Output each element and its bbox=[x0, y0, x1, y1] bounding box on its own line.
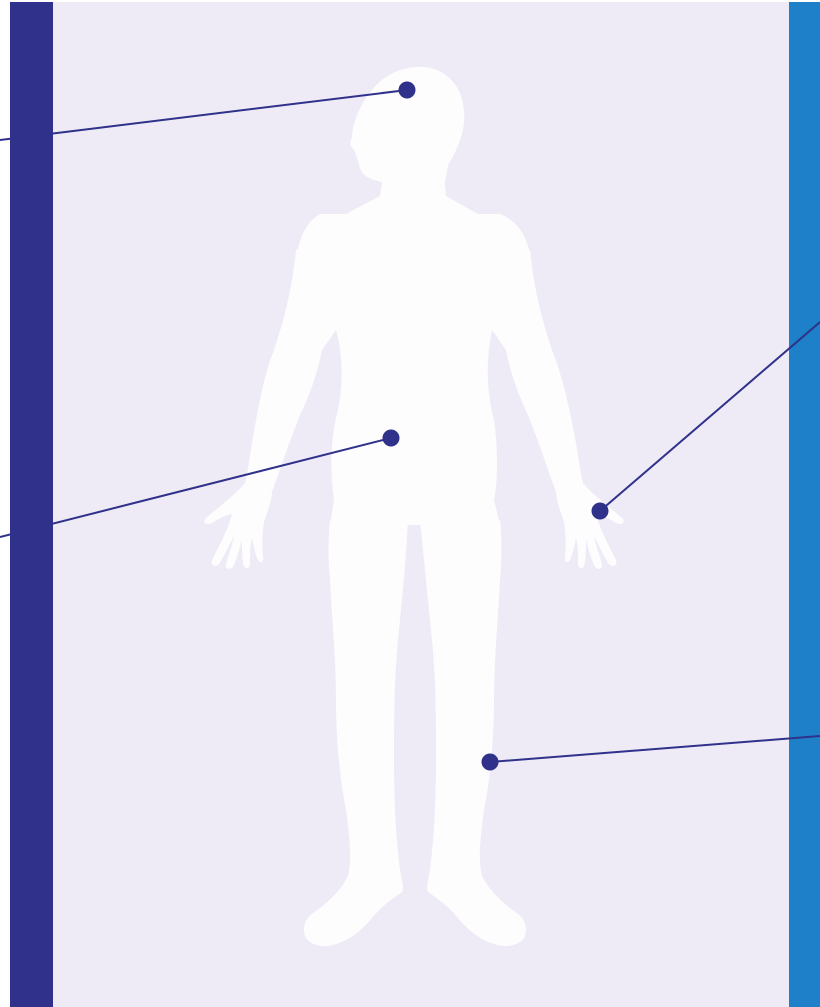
human-body-silhouette bbox=[204, 67, 623, 946]
callout-line-lower-leg bbox=[490, 736, 820, 762]
left-leg-shape bbox=[304, 520, 408, 946]
callout-dot-lower-leg[interactable] bbox=[482, 754, 499, 771]
callout-lower-leg[interactable] bbox=[482, 736, 820, 771]
callout-hand[interactable] bbox=[592, 322, 820, 520]
left-hand-shape bbox=[204, 484, 272, 569]
neck-shape bbox=[346, 176, 478, 214]
left-arm-shape bbox=[244, 240, 336, 492]
right-leg-shape bbox=[420, 520, 526, 946]
right-hand-shape bbox=[556, 484, 624, 569]
callout-dot-abdomen[interactable] bbox=[383, 430, 400, 447]
callout-line-hand bbox=[600, 322, 820, 511]
callout-dot-head[interactable] bbox=[399, 82, 416, 99]
callout-line-head bbox=[0, 90, 407, 140]
callout-dot-hand[interactable] bbox=[592, 503, 609, 520]
right-arm-shape bbox=[492, 240, 584, 492]
